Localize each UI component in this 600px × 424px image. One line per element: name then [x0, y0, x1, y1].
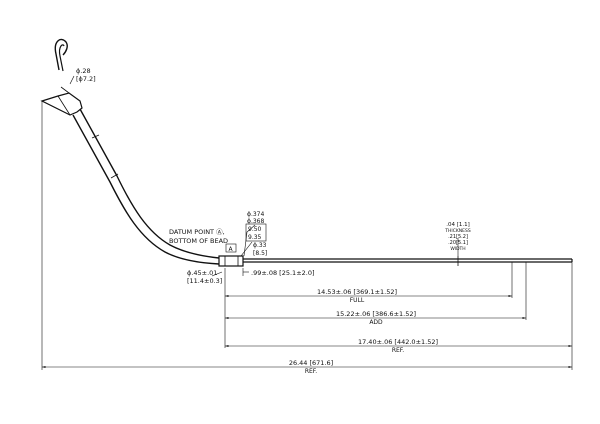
dim-ref1-value: 17.40±.06 [442.0±1.52]	[358, 338, 438, 346]
dipstick-outline	[40, 38, 573, 267]
tube-box-max: 9.50	[248, 226, 262, 233]
leader-lines	[69, 75, 459, 277]
tube-od-box	[245, 223, 267, 242]
thickness-value: .04 [1.1]	[446, 222, 470, 228]
bead-diameter: ϕ.45±.01	[187, 269, 217, 277]
dimension-lines	[42, 271, 572, 369]
dim-add-label: ADD	[369, 319, 383, 326]
bead-diameter-mm: [11.4±0.3]	[187, 277, 222, 285]
blade-diameter-mm: [8.5]	[253, 250, 267, 257]
dim-ref1-label: REF.	[392, 347, 404, 354]
handle-hook	[54, 38, 68, 71]
tube-left-edge	[72, 114, 220, 265]
callouts: ϕ.28 [ϕ7.2] DATUM POINT Ⓐ, BOTTOM OF BEA…	[76, 67, 471, 285]
tube-right-edge	[79, 108, 220, 259]
wire-diameter-mm: [ϕ7.2]	[76, 75, 96, 83]
bead	[218, 255, 244, 267]
dim-overall-value: 26.44 [671.6]	[289, 359, 333, 367]
extension-lines	[41, 101, 573, 370]
datum-marker: A	[229, 246, 234, 253]
tube-box-min: 9.35	[248, 234, 262, 241]
dim-full-value: 14.53±.06 [369.1±1.52]	[317, 288, 397, 296]
dim-short-value: .99±.08 [25.1±2.0]	[251, 269, 315, 277]
wire-diameter: ϕ.28	[76, 67, 91, 75]
dim-full-label: FULL	[350, 297, 365, 304]
width-min: .20[5.1]	[448, 240, 468, 246]
tube-od-max: ϕ.374	[247, 211, 265, 218]
width-max: .21[5.2]	[448, 234, 468, 240]
datum-label-line2: BOTTOM OF BEAD	[169, 237, 228, 245]
handle-cap	[40, 92, 83, 116]
datum-marker-box	[225, 243, 237, 253]
blade-diameter: ϕ.33	[253, 242, 267, 249]
dim-add-value: 15.22±.06 [386.6±1.52]	[336, 310, 416, 318]
dimension-texts: .99±.08 [25.1±2.0] 14.53±.06 [369.1±1.52…	[251, 269, 438, 375]
datum-label-line1: DATUM POINT Ⓐ,	[169, 228, 225, 236]
dim-overall-label: REF.	[305, 368, 317, 375]
width-label: WIDTH	[450, 246, 465, 252]
tube-od-min: ϕ.368	[247, 218, 265, 225]
thickness-label: THICKNESS	[444, 228, 471, 234]
